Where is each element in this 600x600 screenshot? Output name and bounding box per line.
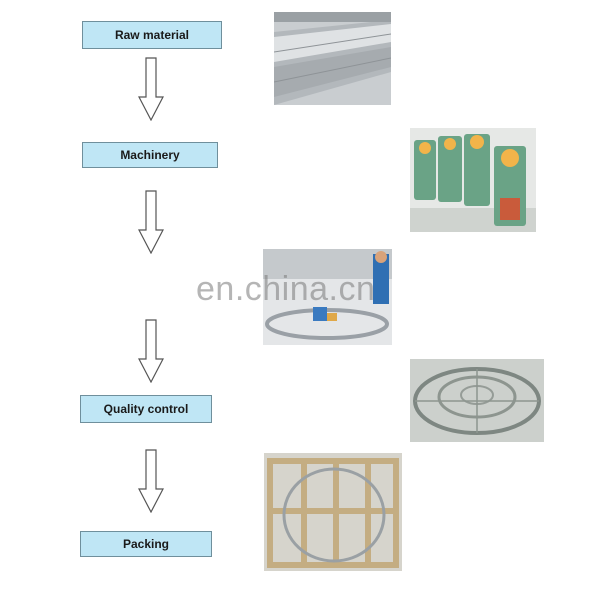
wooden-crate-packing-photo: [264, 453, 402, 571]
watermark-text: en.china.cn: [196, 270, 375, 309]
down-arrow-icon: [138, 319, 164, 383]
down-arrow-icon: [138, 57, 164, 121]
step-raw-material: Raw material: [82, 21, 222, 49]
step-label: Packing: [123, 537, 169, 551]
metal-sheet-stack-photo: [274, 12, 391, 105]
step-quality-control: Quality control: [80, 395, 212, 423]
down-arrow-icon: [138, 190, 164, 254]
down-arrow-icon: [138, 449, 164, 513]
step-label: Raw material: [115, 28, 189, 42]
step-label: Quality control: [104, 402, 189, 416]
punch-press-machines-photo: [410, 128, 536, 232]
step-machinery: Machinery: [82, 142, 218, 168]
ring-frame-inspection-photo: [410, 359, 544, 442]
step-label: Machinery: [120, 148, 179, 162]
step-packing: Packing: [80, 531, 212, 557]
